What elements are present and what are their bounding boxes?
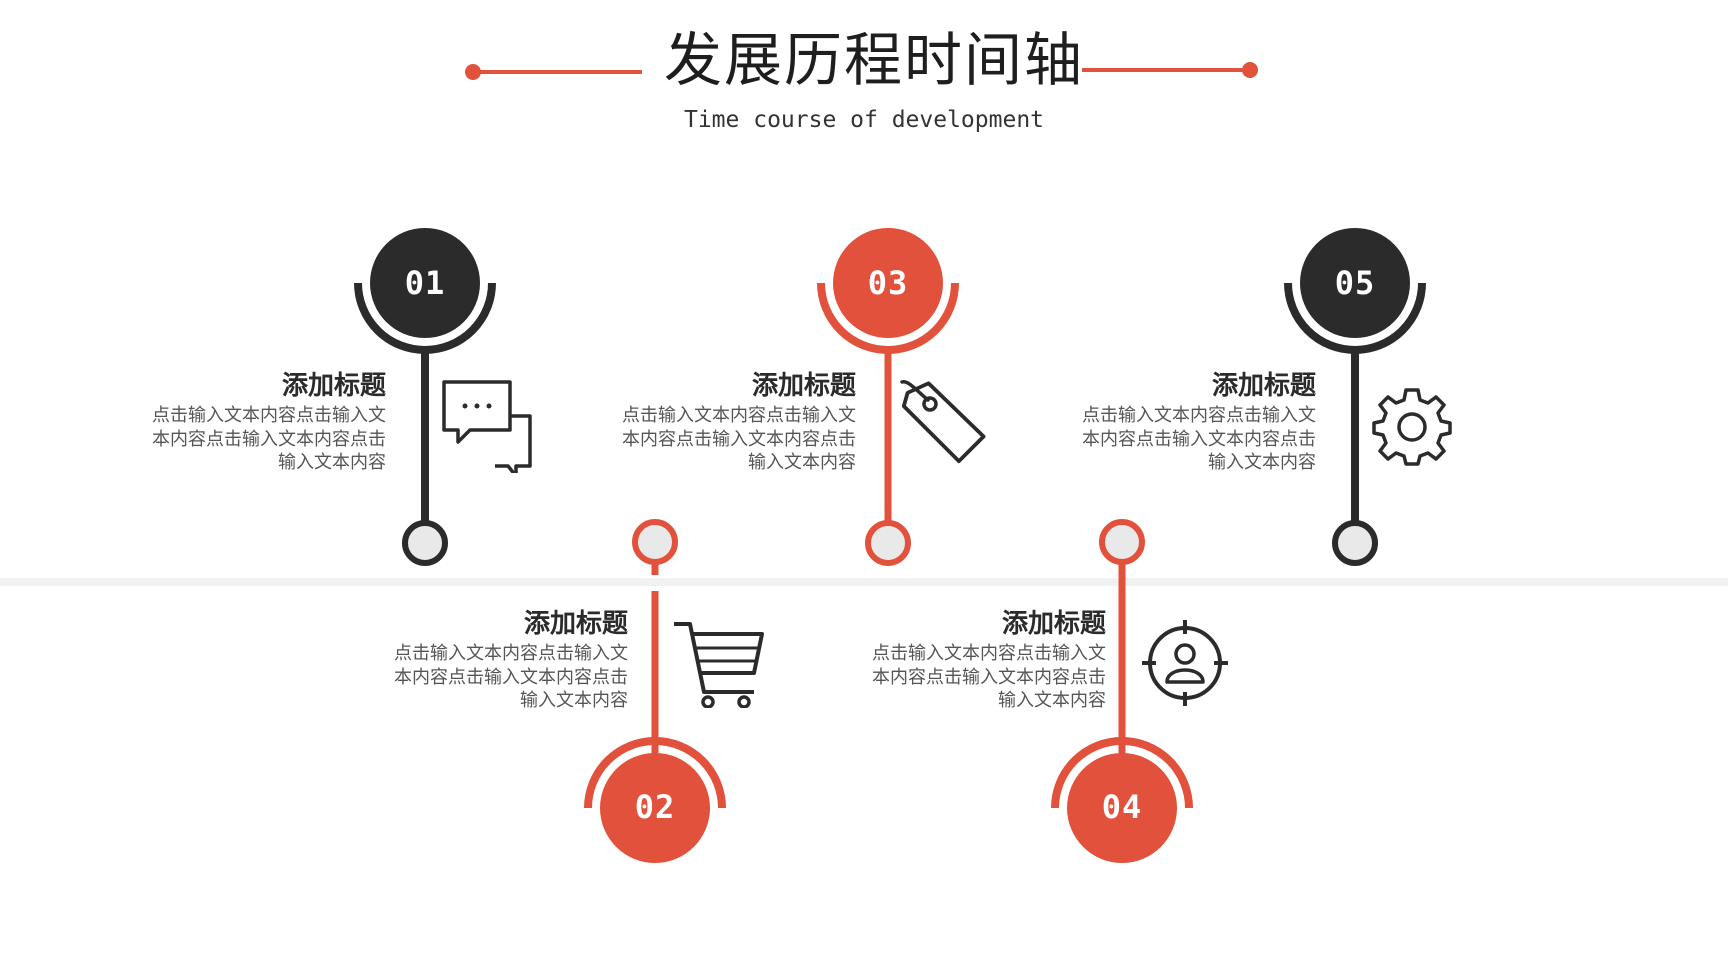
item-title-01: 添加标题: [281, 371, 386, 401]
timeline-node-02: [584, 519, 726, 863]
node-number-05: 05: [1334, 264, 1376, 302]
timeline-node-05: [1284, 228, 1426, 566]
item-title-04: 添加标题: [1001, 609, 1106, 639]
item-text-05: 点击输入文本内容点击输入文 本内容点击输入文本内容点击 输入文本内容: [1082, 405, 1316, 473]
shopping-cart-icon: [674, 622, 764, 708]
item-title-03: 添加标题: [751, 371, 856, 401]
item-text-04: 点击输入文本内容点击输入文 本内容点击输入文本内容点击 输入文本内容: [872, 643, 1106, 711]
page-title: 发展历程时间轴: [664, 26, 1085, 94]
price-tag-icon: [900, 380, 986, 464]
gear-icon: [1372, 388, 1452, 466]
title-decoration-left: [465, 64, 642, 80]
timeline-node-03: [817, 228, 959, 566]
node-number-03: 03: [867, 264, 909, 302]
node-number-04: 04: [1101, 788, 1143, 826]
item-text-01: 点击输入文本内容点击输入文 本内容点击输入文本内容点击 输入文本内容: [152, 405, 386, 473]
node-number-01: 01: [404, 264, 446, 302]
item-title-05: 添加标题: [1211, 371, 1316, 401]
node-number-02: 02: [634, 788, 676, 826]
timeline-node-04: [1051, 519, 1193, 863]
item-text-02: 点击输入文本内容点击输入文 本内容点击输入文本内容点击 输入文本内容: [394, 643, 628, 711]
item-title-02: 添加标题: [523, 609, 628, 639]
chat-icon: [442, 380, 532, 473]
page-subtitle: Time course of development: [683, 107, 1045, 133]
timeline-baseline: [0, 578, 1728, 586]
item-text-03: 点击输入文本内容点击输入文 本内容点击输入文本内容点击 输入文本内容: [622, 405, 856, 473]
title-decoration-right: [1082, 62, 1258, 78]
user-target-icon: [1142, 620, 1228, 706]
timeline-node-01: [354, 228, 496, 566]
